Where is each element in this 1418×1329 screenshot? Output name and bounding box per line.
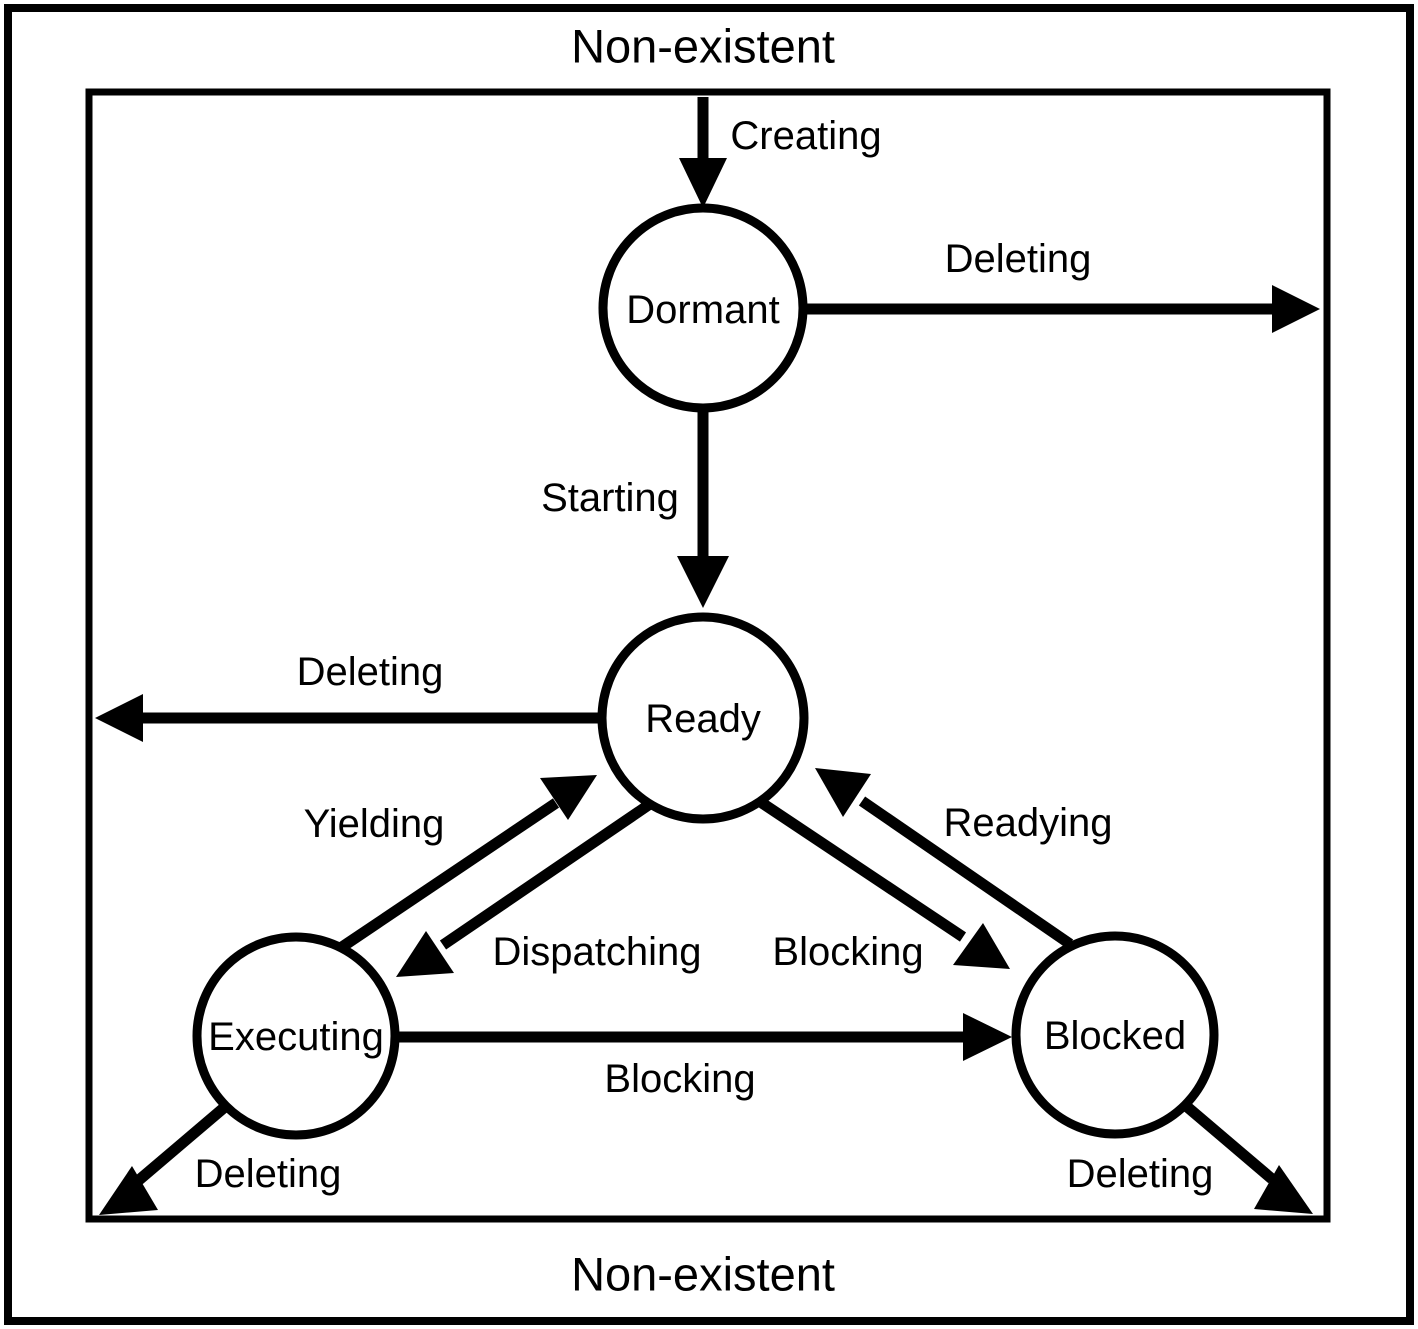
ready-blocking-line <box>758 798 967 942</box>
transition-readying: Readying <box>815 768 1113 949</box>
yielding-arrowhead <box>540 775 597 820</box>
transition-label-dispatching: Dispatching <box>492 930 701 974</box>
blocked-circle[interactable] <box>1011 931 1219 1139</box>
transition-label-ready-blocking: Blocking <box>772 930 923 974</box>
readying-arrowhead <box>815 768 871 817</box>
transition-label-readying: Readying <box>943 801 1112 845</box>
ready-blocking-arrowhead <box>953 923 1010 969</box>
blocked-deleting-line <box>1181 1100 1276 1184</box>
state-label-ready: Ready <box>645 697 761 741</box>
zone-label-bottom: Non-existent <box>571 1248 835 1301</box>
transition-label-ready-deleting: Deleting <box>297 650 444 694</box>
creating-arrowhead <box>679 158 727 208</box>
transition-label-dormant-deleting: Deleting <box>945 237 1092 281</box>
dormant-deleting-arrowhead <box>1272 285 1320 333</box>
state-node-dormant[interactable]: Dormant <box>598 203 808 413</box>
state-node-blocked[interactable]: Blocked <box>1011 931 1219 1139</box>
executing-circle[interactable] <box>192 932 400 1140</box>
starting-arrowhead <box>677 556 729 608</box>
blocked-deleting-arrowhead <box>1254 1165 1313 1214</box>
dispatching-arrowhead <box>396 931 454 977</box>
transition-executing-deleting: Deleting <box>99 1101 342 1215</box>
readying-line <box>858 796 1074 949</box>
transition-dispatching: Dispatching <box>396 799 702 977</box>
executing-deleting-arrowhead <box>99 1166 158 1215</box>
inner-frame <box>85 88 1331 1223</box>
transition-blocked-deleting: Deleting <box>1067 1100 1313 1214</box>
executing-deleting-line <box>135 1101 230 1185</box>
state-label-dormant: Dormant <box>626 288 779 332</box>
transition-ready-deleting: Deleting <box>95 650 602 742</box>
outer-frame <box>4 4 1414 1325</box>
transition-label-creating: Creating <box>730 114 881 158</box>
state-node-ready[interactable]: Ready <box>597 612 809 824</box>
transition-label-executing-blocking: Blocking <box>604 1057 755 1101</box>
yielding-line <box>338 798 560 952</box>
transition-label-yielding: Yielding <box>304 802 445 846</box>
transition-starting: Starting <box>541 408 729 608</box>
ready-deleting-arrowhead <box>95 694 143 742</box>
state-node-executing[interactable]: Executing <box>192 932 400 1140</box>
dispatching-line <box>439 799 654 950</box>
transition-label-blocked-deleting: Deleting <box>1067 1152 1214 1196</box>
executing-blocking-arrowhead <box>963 1013 1012 1061</box>
transition-label-starting: Starting <box>541 476 679 520</box>
transition-executing-blocking: Blocking <box>396 1013 1012 1101</box>
transition-label-executing-deleting: Deleting <box>195 1152 342 1196</box>
transition-ready-blocking: Blocking <box>758 798 1010 974</box>
state-label-executing: Executing <box>208 1015 384 1059</box>
zone-label-top: Non-existent <box>571 20 835 73</box>
transition-dormant-deleting: Deleting <box>803 237 1320 333</box>
transition-creating: Creating <box>679 97 882 208</box>
transition-yielding: Yielding <box>304 775 597 952</box>
state-label-blocked: Blocked <box>1044 1014 1186 1058</box>
